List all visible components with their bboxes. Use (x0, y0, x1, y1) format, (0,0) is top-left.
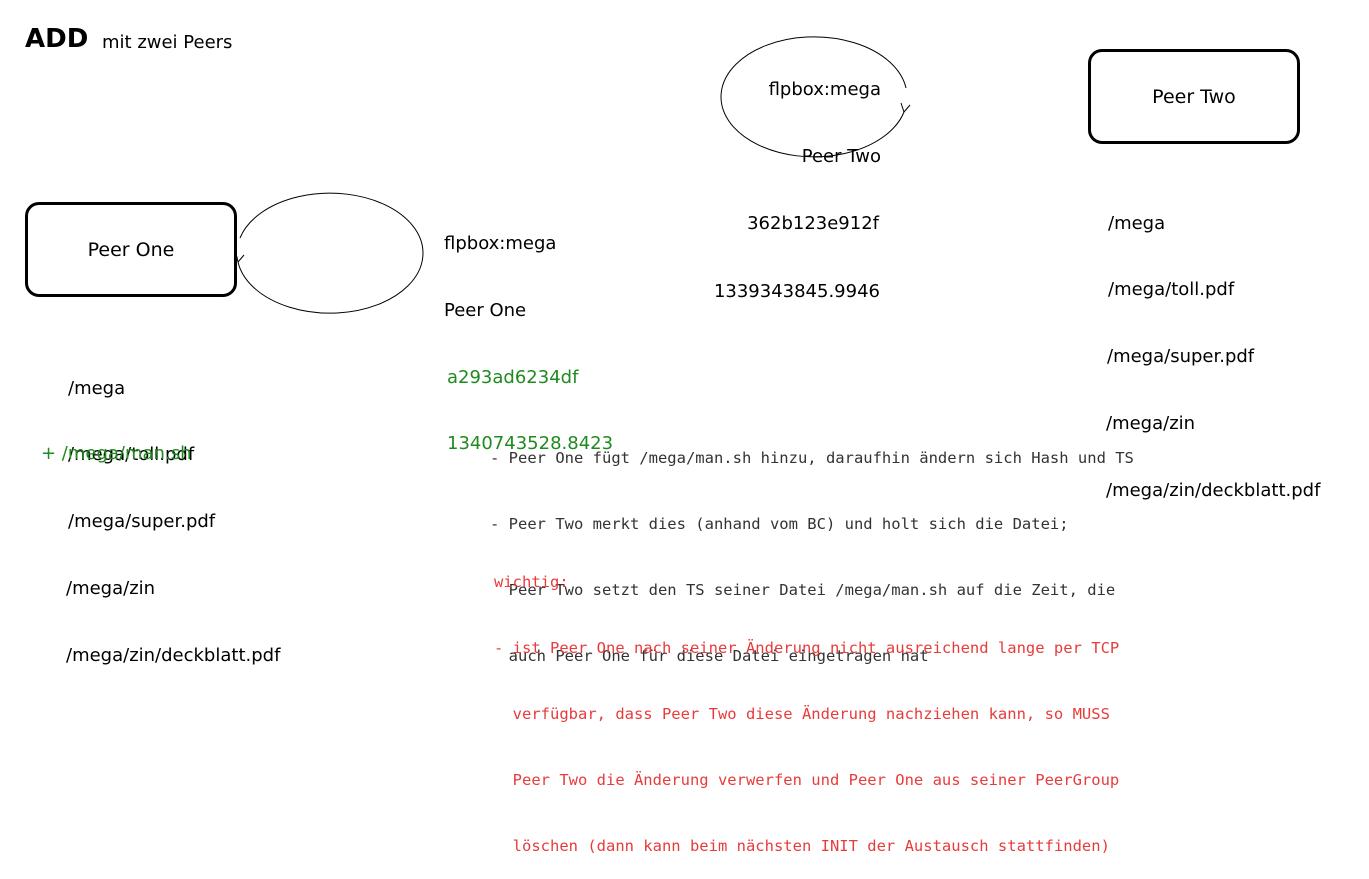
peer-two-file-list: /mega /mega/toll.pdf /mega/super.pdf /me… (1106, 168, 1320, 525)
list-item: /mega/zin (66, 578, 156, 600)
list-item: /mega (1108, 212, 1166, 234)
important-line: Peer Two die Änderung verwerfen und Peer… (494, 771, 1120, 789)
peer-one-hash: a293ad6234df (447, 367, 579, 388)
peer-two-node: Peer Two (1088, 49, 1300, 144)
note-line: - Peer Two merkt dies (anhand vom BC) un… (490, 515, 1069, 533)
peer-two-info: flpbox:mega Peer Two 362b123e912f 133934… (700, 35, 881, 325)
peer-one-added-file: + /mega/man.sh (41, 443, 192, 464)
page-title: ADD (25, 24, 89, 54)
list-item: /mega (68, 377, 126, 399)
list-item: /mega/toll.pdf (1108, 279, 1235, 301)
note-line: auch Peer One für diese Datei eingetrage… (490, 647, 929, 665)
important-block: wichtig: - ist Peer One nach seiner Ände… (494, 527, 1119, 879)
peer-one-node: Peer One (25, 202, 237, 297)
note-line: - Peer One fügt /mega/man.sh hinzu, dara… (490, 449, 1134, 467)
loop-arrows (235, 36, 911, 314)
note-line: Peer Two setzt den TS seiner Datei /mega… (490, 581, 1116, 599)
important-line: - ist Peer One nach seiner Änderung nich… (494, 639, 1120, 657)
peer-one-loop (235, 192, 424, 314)
peer-two-timestamp: 1339343845.9946 (713, 281, 880, 302)
peer-two-name: Peer Two (801, 146, 881, 167)
peer-one-info: flpbox:mega Peer One a293ad6234df 134074… (444, 189, 613, 477)
list-item: /mega/zin (1106, 413, 1196, 435)
list-item: /mega/toll.pdf (68, 444, 195, 466)
peer-two-hash: 362b123e912f (747, 213, 879, 234)
list-item: /mega/super.pdf (68, 511, 216, 533)
peer-two-label: Peer Two (1152, 85, 1236, 108)
notes-block: - Peer One fügt /mega/man.sh hinzu, dara… (490, 403, 1134, 689)
peer-two-repo: flpbox:mega (768, 79, 881, 100)
important-heading: wichtig: (494, 573, 569, 591)
peer-one-name: Peer One (444, 300, 527, 321)
list-item: /mega/zin/deckblatt.pdf (66, 645, 281, 667)
page-subtitle: mit zwei Peers (102, 32, 233, 53)
peer-one-repo: flpbox:mega (444, 233, 557, 254)
list-item: /mega/zin/deckblatt.pdf (1106, 480, 1321, 502)
peer-one-file-list: /mega /mega/toll.pdf /mega/super.pdf /me… (66, 333, 280, 690)
important-line: löschen (dann kann beim nächsten INIT de… (494, 837, 1110, 855)
important-line: verfügbar, dass Peer Two diese Änderung … (494, 705, 1110, 723)
peer-one-label: Peer One (87, 238, 175, 261)
peer-two-loop (720, 36, 911, 158)
peer-one-timestamp: 1340743528.8423 (447, 433, 614, 454)
list-item: /mega/super.pdf (1107, 346, 1255, 368)
